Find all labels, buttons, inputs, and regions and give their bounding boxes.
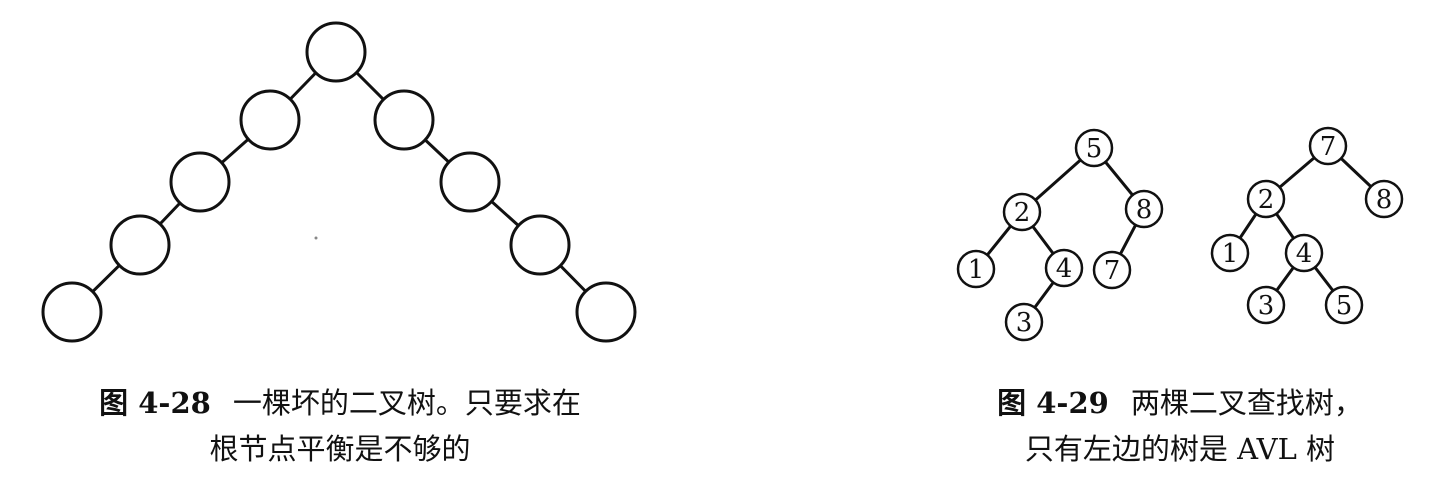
figure-4-28-bad-tree xyxy=(41,21,637,343)
figure-4-29-caption: 图 4-29 两棵二叉查找树， 只有左边的树是 AVL 树 xyxy=(960,380,1400,472)
caption-line-1: 图 4-28 一棵坏的二叉树。只要求在 xyxy=(40,380,640,426)
tree-node-left-1 xyxy=(239,89,301,151)
tree-node-3: 3 xyxy=(1004,302,1044,342)
node-label-5: 5 xyxy=(1086,134,1103,164)
tree-node-root xyxy=(305,21,367,83)
node-label-8: 8 xyxy=(1136,195,1153,225)
tree-node-5: 5 xyxy=(1324,285,1364,325)
tree-node-8: 8 xyxy=(1364,179,1404,219)
figure-label: 图 4-29 xyxy=(997,386,1109,420)
node-label-7: 7 xyxy=(1320,132,1337,162)
tree-node-right-1 xyxy=(373,89,435,151)
tree-node-1: 1 xyxy=(1210,233,1250,273)
tree-node-right-4 xyxy=(575,281,637,343)
node-label-4: 4 xyxy=(1296,239,1313,269)
node-label-1: 1 xyxy=(968,255,985,285)
tree-node-left-2 xyxy=(169,151,231,213)
tree-node-left-4 xyxy=(41,281,103,343)
tree-node-7: 7 xyxy=(1308,126,1348,166)
node-label-3: 3 xyxy=(1016,308,1033,338)
caption-text-1: 两棵二叉查找树， xyxy=(1130,386,1363,420)
tree-node-right-2 xyxy=(439,151,501,213)
node-label-3: 3 xyxy=(1258,291,1275,321)
tree-node-5: 5 xyxy=(1074,128,1114,168)
tree-node-3: 3 xyxy=(1246,285,1286,325)
tree-node-2: 2 xyxy=(1246,179,1286,219)
tree-node-2: 2 xyxy=(1002,192,1042,232)
caption-line-2: 只有左边的树是 AVL 树 xyxy=(1024,432,1336,466)
tree-node-7: 7 xyxy=(1092,250,1132,290)
caption-line-1: 图 4-29 两棵二叉查找树， xyxy=(960,380,1400,426)
node-label-7: 7 xyxy=(1104,256,1121,286)
scan-speck xyxy=(314,236,318,240)
tree-node-4: 4 xyxy=(1044,248,1084,288)
node-label-8: 8 xyxy=(1376,185,1393,215)
node-label-1: 1 xyxy=(1222,239,1239,269)
figure-4-28-caption: 图 4-28 一棵坏的二叉树。只要求在 根节点平衡是不够的 xyxy=(40,380,640,472)
node-label-5: 5 xyxy=(1336,291,1353,321)
node-label-2: 2 xyxy=(1014,198,1031,228)
caption-text-1: 一棵坏的二叉树。只要求在 xyxy=(232,386,581,420)
tree-node-8: 8 xyxy=(1124,189,1164,229)
figure-4-29-right-tree: 7 2 8 1 4 3 5 xyxy=(1210,126,1404,325)
caption-line-2: 根节点平衡是不够的 xyxy=(209,432,471,466)
tree-node-4: 4 xyxy=(1284,233,1324,273)
node-label-2: 2 xyxy=(1258,185,1275,215)
figure-4-29-left-tree: 5 2 8 1 4 7 3 xyxy=(956,128,1164,342)
tree-node-right-3 xyxy=(509,214,571,276)
figure-label: 图 4-28 xyxy=(99,386,211,420)
tree-node-left-3 xyxy=(109,214,171,276)
node-label-4: 4 xyxy=(1056,254,1073,284)
tree-node-1: 1 xyxy=(956,249,996,289)
